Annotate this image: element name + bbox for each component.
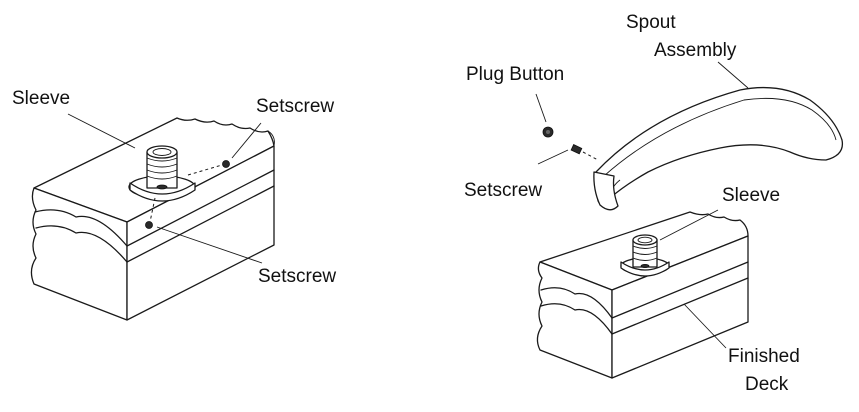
left-sleeve	[128, 145, 196, 202]
left-setscrew-upper	[187, 160, 230, 176]
label-spout-line1: Spout	[626, 12, 676, 33]
right-sleeve	[620, 234, 670, 277]
label-plug-button: Plug Button	[466, 64, 564, 85]
left-setscrew-lower	[145, 197, 156, 229]
label-setscrew-bottom-left: Setscrew	[258, 266, 336, 287]
label-sleeve-left: Sleeve	[12, 88, 70, 109]
right-setscrew	[570, 144, 599, 161]
spout-assembly	[593, 86, 844, 211]
leader-spout	[717, 61, 749, 89]
label-setscrew-right: Setscrew	[464, 180, 542, 201]
leader-finished-deck	[683, 303, 727, 349]
label-setscrew-top-left: Setscrew	[256, 96, 334, 117]
label-spout-line2: Assembly	[654, 40, 737, 61]
leader-setscrew-top-left	[231, 122, 262, 159]
leader-plug-button	[535, 93, 547, 123]
left-figure: Sleeve Setscrew Setscrew	[12, 88, 336, 321]
leader-setscrew-bottom-left	[156, 226, 263, 264]
plug-button	[542, 126, 554, 138]
label-deck-line1: Finished	[728, 346, 800, 367]
label-sleeve-right: Sleeve	[722, 185, 780, 206]
leader-setscrew-right	[537, 149, 569, 165]
label-deck-line2: Deck	[745, 374, 789, 395]
leader-sleeve-left	[67, 113, 136, 149]
leader-sleeve-right	[659, 209, 719, 241]
right-figure: Spout Assembly Plug Button Setscrew Slee…	[464, 12, 844, 395]
